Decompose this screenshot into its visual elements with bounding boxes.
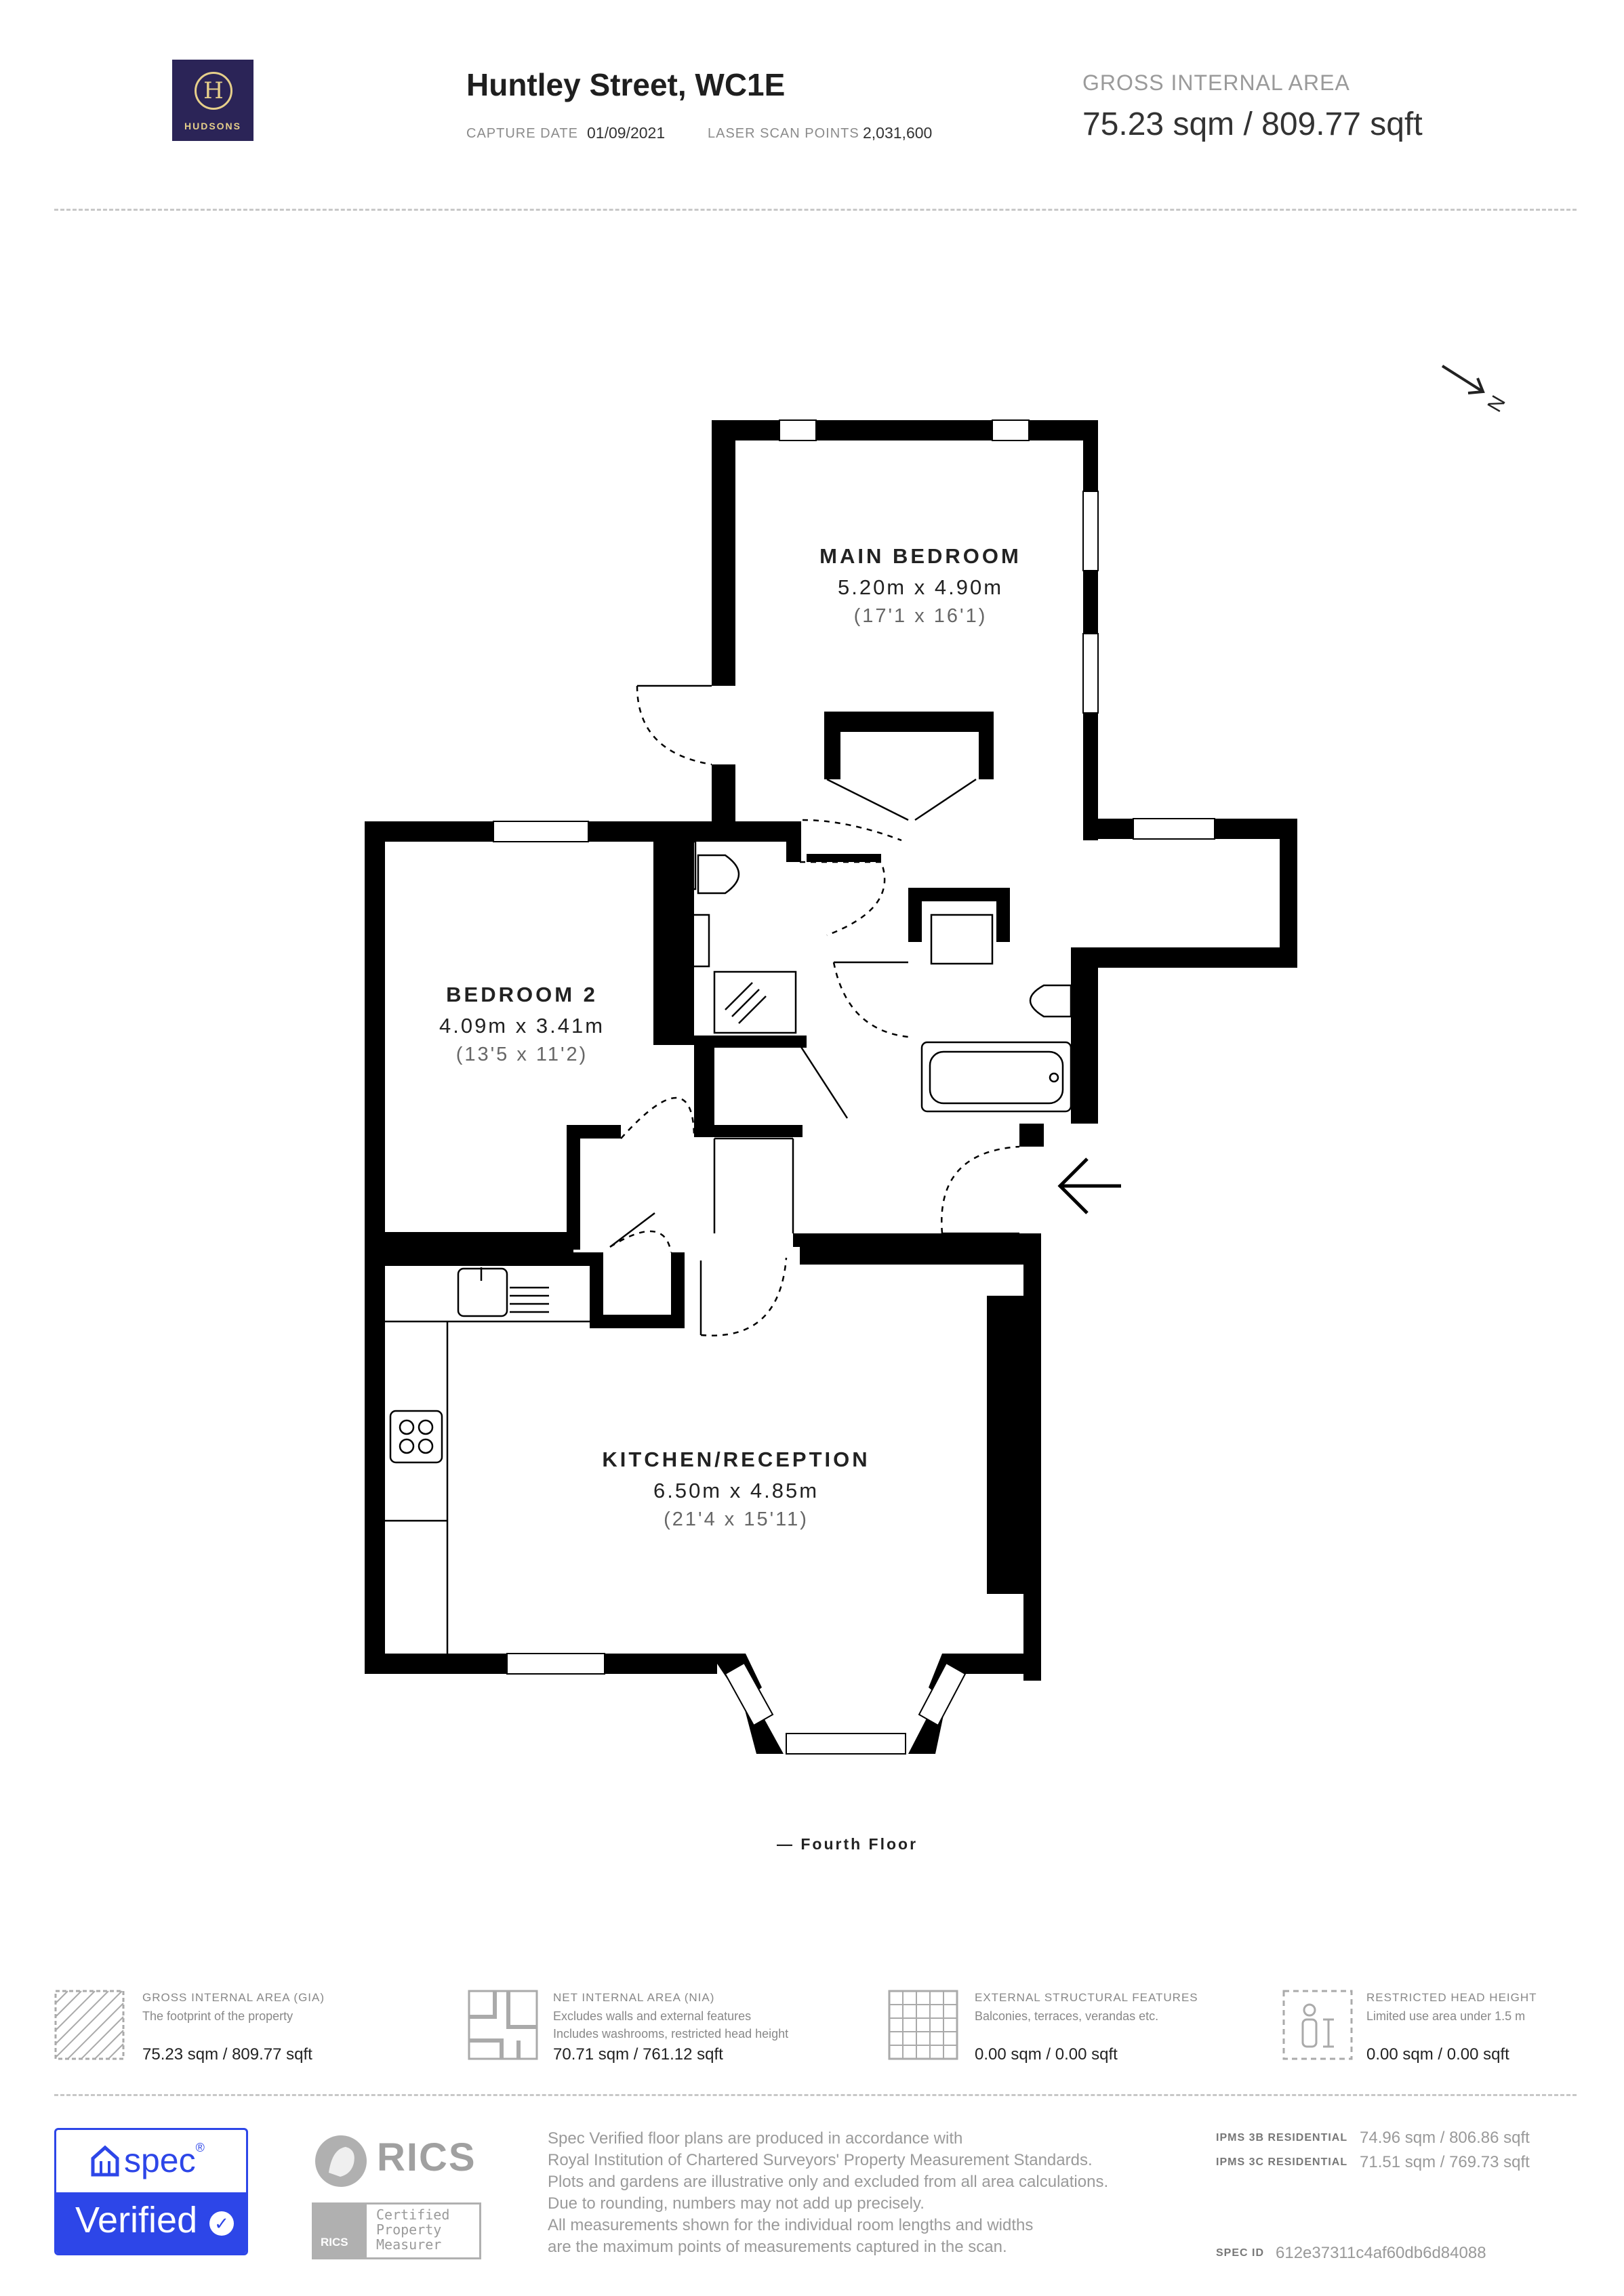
ipms3b-value: 74.96 sqm / 806.86 sqft — [1360, 2129, 1530, 2147]
check-icon: ✓ — [209, 2211, 234, 2236]
disclaimer: Spec Verified floor plans are produced i… — [548, 2128, 1198, 2258]
compass-arrow-icon: N — [1441, 365, 1510, 416]
rics-cert-line-3: Measurer — [376, 2236, 442, 2253]
room-dims: 6.50m x 4.85m — [653, 1479, 819, 1502]
capture-date-value: 01/09/2021 — [587, 124, 666, 142]
logo-letter: H — [195, 72, 232, 110]
legend-nia-value: 70.71 sqm / 761.12 sqft — [553, 2045, 723, 2064]
room-label-bedroom-2: BEDROOM 2 4.09m x 3.41m (13'5 x 11'2) — [359, 983, 685, 1066]
room-imperial: (13'5 x 11'2) — [455, 1044, 588, 1065]
toilet-icon — [697, 854, 740, 895]
walls — [365, 420, 1297, 1754]
laser-points-label: LASER SCAN POINTS — [708, 126, 859, 141]
room-dims: 5.20m x 4.90m — [837, 575, 1004, 599]
hudsons-logo: H HUDSONS — [172, 60, 253, 141]
windows — [493, 419, 1215, 1755]
room-name: KITCHEN/RECEPTION — [602, 1448, 870, 1471]
disclaimer-line: Plots and gardens are illustrative only … — [548, 2173, 1109, 2191]
legend-restricted-sub: Limited use area under 1.5 m — [1366, 2009, 1526, 2023]
capture-date-label: CAPTURE DATE — [466, 126, 578, 141]
entrance-arrow-icon — [1057, 1157, 1121, 1214]
sink-icon — [670, 914, 710, 968]
ipms3c-value: 71.51 sqm / 769.73 sqft — [1360, 2153, 1530, 2171]
legend-nia-sub2: Includes washrooms, restricted head heig… — [553, 2027, 789, 2041]
disclaimer-line: Spec Verified floor plans are produced i… — [548, 2129, 963, 2148]
legend-gia-value: 75.23 sqm / 809.77 sqft — [142, 2045, 312, 2064]
room-imperial: (21'4 x 15'11) — [664, 1509, 809, 1530]
legend-external-sub: Balconies, terraces, verandas etc. — [975, 2009, 1159, 2023]
room-imperial: (17'1 x 16'1) — [853, 605, 988, 627]
hatched-square-icon — [54, 1990, 125, 2060]
logo-word: HUDSONS — [184, 121, 241, 131]
person-height-icon — [1282, 1990, 1353, 2060]
rics-text: RICS — [377, 2135, 476, 2179]
disclaimer-line: are the maximum points of measurements c… — [548, 2238, 1007, 2256]
legend-gia-sub: The footprint of the property — [142, 2009, 293, 2023]
rics-small-text: RICS — [321, 2236, 348, 2249]
room-label-kitchen-reception: KITCHEN/RECEPTION 6.50m x 4.85m (21'4 x … — [573, 1448, 899, 1531]
rics-cert-line-2: Property — [376, 2221, 442, 2238]
door-swings — [609, 685, 1020, 1336]
spec-id-label: SPEC ID — [1216, 2247, 1265, 2259]
rics-lion-icon — [315, 2135, 367, 2187]
gia-header-value: 75.23 sqm / 809.77 sqft — [1082, 106, 1423, 142]
laser-points-value: 2,031,600 — [863, 124, 933, 142]
spec-verified-badge: spec® Verified ✓ — [54, 2128, 248, 2255]
floor-name: — Fourth Floor — [776, 1835, 918, 1853]
spec-reg: ® — [195, 2141, 205, 2154]
compass-letter: N — [1484, 392, 1510, 415]
spec-verified-text: Verified — [75, 2200, 198, 2240]
sink-icon-2 — [930, 914, 994, 965]
property-title: Huntley Street, WC1E — [466, 67, 786, 102]
toilet-icon-2 — [1029, 984, 1072, 1018]
legend-nia-title: NET INTERNAL AREA (NIA) — [553, 1991, 715, 2004]
kitchen-sink-icon — [457, 1267, 508, 1317]
room-dims: 4.09m x 3.41m — [439, 1014, 605, 1038]
ipms3c-label: IPMS 3C RESIDENTIAL — [1216, 2156, 1348, 2168]
grid-square-icon — [888, 1990, 958, 2060]
hob-icon — [389, 1410, 443, 1464]
legend-external-title: EXTERNAL STRUCTURAL FEATURES — [975, 1991, 1198, 2004]
legend-restricted-title: RESTRICTED HEAD HEIGHT — [1366, 1991, 1537, 2004]
ipms3b-label: IPMS 3B RESIDENTIAL — [1216, 2132, 1348, 2144]
spec-id-value: 612e37311c4af60db6d84088 — [1276, 2244, 1486, 2262]
gia-header-label: GROSS INTERNAL AREA — [1082, 70, 1350, 95]
rics-cert-line-1: Certified — [376, 2207, 450, 2223]
spec-word: spec — [124, 2141, 196, 2179]
shower-tray-icon — [713, 970, 797, 1034]
legend-nia-sub1: Excludes walls and external features — [553, 2009, 752, 2023]
top-divider — [54, 209, 1577, 211]
room-name: MAIN BEDROOM — [819, 544, 1021, 568]
disclaimer-line: All measurements shown for the individua… — [548, 2216, 1034, 2234]
kitchen-fittings — [385, 1267, 590, 1654]
floor-plan: N — [365, 365, 1510, 1755]
spec-house-icon — [91, 2145, 119, 2177]
room-label-main-bedroom: MAIN BEDROOM 5.20m x 4.90m (17'1 x 16'1) — [758, 544, 1083, 628]
bottom-divider — [54, 2094, 1577, 2096]
door-leaves — [609, 684, 1019, 1335]
disclaimer-line: Due to rounding, numbers may not add up … — [548, 2194, 925, 2213]
bath-icon — [920, 1041, 1072, 1113]
legend-external-value: 0.00 sqm / 0.00 sqft — [975, 2045, 1118, 2064]
bathroom-fixtures — [670, 840, 1072, 1113]
legend-gia-title: GROSS INTERNAL AREA (GIA) — [142, 1991, 325, 2004]
rics-logo: RICS — [312, 2129, 481, 2194]
disclaimer-line: Royal Institution of Chartered Surveyors… — [548, 2151, 1093, 2169]
room-name: BEDROOM 2 — [446, 983, 598, 1006]
legend-restricted-value: 0.00 sqm / 0.00 sqft — [1366, 2045, 1509, 2064]
rics-certified-badge: RICS Certified Property Measurer — [312, 2202, 481, 2259]
floorplan-square-icon — [468, 1990, 538, 2060]
